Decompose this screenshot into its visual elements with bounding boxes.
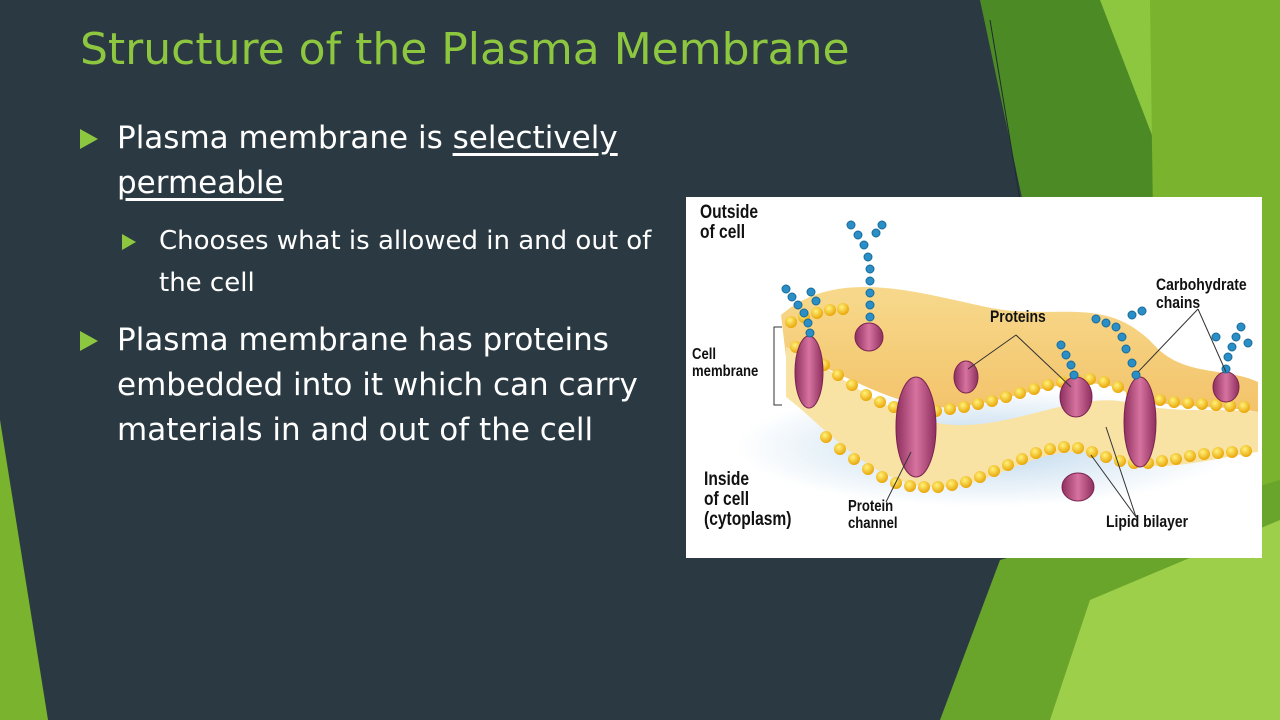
membrane-diagram: Outside of cell Cell membrane Proteins C… (686, 197, 1262, 558)
label-proteins: Proteins (990, 308, 1046, 326)
label-outside-of-cell: Outside of cell (700, 203, 758, 243)
label-line: Carbohydrate (1156, 275, 1247, 294)
carbohydrate-chains (781, 220, 1253, 380)
bullet-arrow-icon (80, 331, 98, 351)
label-cell-membrane: Cell membrane (692, 346, 759, 381)
bullet-text: Plasma membrane is (117, 120, 453, 156)
sub-bullet-text: Chooses what is allowed in and out of th… (159, 226, 652, 298)
label-line: Protein (848, 498, 894, 515)
bullet-item: Plasma membrane is selectively permeable (80, 116, 670, 206)
sub-bullet-item: Chooses what is allowed in and out of th… (122, 220, 670, 304)
bullet-arrow-icon (80, 129, 98, 149)
bg-shape-left-sliver (0, 420, 48, 720)
label-line: membrane (692, 362, 759, 380)
bg-shape-bottom-right-light (1050, 520, 1280, 720)
label-line: channel (848, 514, 898, 532)
bg-thin-line (989, 19, 1021, 201)
phospholipid-heads-bottom (820, 431, 1252, 493)
label-line: of cell (700, 221, 746, 243)
bullet-underlined-term: selectively permeable (117, 120, 618, 201)
label-line: Inside (704, 469, 750, 490)
label-line: of cell (704, 488, 750, 510)
label-lipid-bilayer: Lipid bilayer (1106, 513, 1188, 531)
label-line: Proteins (990, 307, 1046, 326)
label-inside-of-cell: Inside of cell (cytoplasm) (704, 470, 791, 530)
label-line: chains (1156, 292, 1201, 312)
bullet-item: Plasma membrane has proteins embedded in… (80, 318, 670, 453)
label-line: Lipid bilayer (1106, 512, 1189, 531)
bullet-text: Plasma membrane has proteins embedded in… (117, 322, 638, 448)
label-protein-channel: Protein channel (848, 498, 898, 533)
label-line: Outside (700, 202, 759, 223)
label-line: (cytoplasm) (704, 508, 792, 530)
membrane-proteins (794, 322, 1240, 502)
sub-bullet-arrow-icon (122, 234, 136, 250)
label-leader-lines (773, 308, 1227, 518)
bullet-list: Plasma membrane is selectively permeable… (80, 116, 670, 467)
label-carbohydrate-chains: Carbohydrate chains (1156, 276, 1247, 312)
slide-title: Structure of the Plasma Membrane (80, 24, 850, 75)
label-line: Cell (692, 346, 717, 363)
membrane-illustration (736, 220, 1258, 518)
